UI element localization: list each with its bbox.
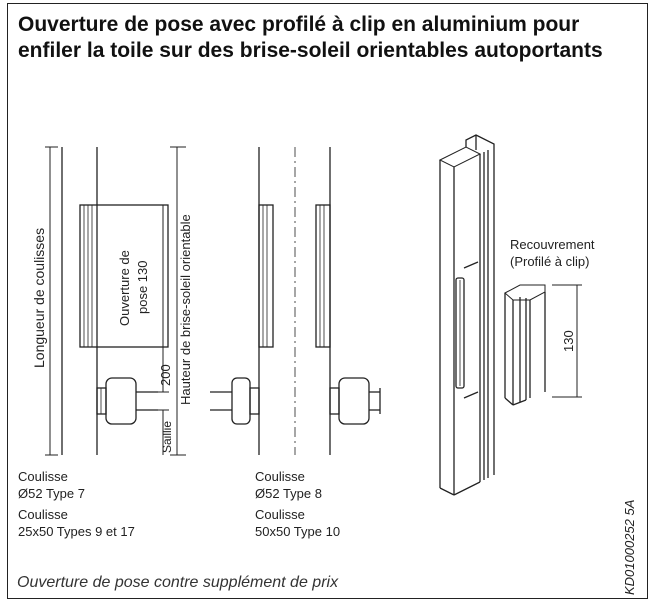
clip-profile-label-line1: Recouvrement <box>510 237 595 252</box>
dim-200-label: 200 <box>158 364 173 386</box>
middle-rail-bolt-left <box>210 377 260 425</box>
clip-profile <box>504 284 546 406</box>
middle-rail-slot-left <box>258 204 274 348</box>
projection-label: Saillie <box>160 421 174 453</box>
figure-title: Ouverture de pose avec profilé à clip en… <box>18 13 603 62</box>
opening-window <box>79 204 169 348</box>
left-rail-bolt <box>96 377 158 425</box>
middle-rail-caption-line1: Coulisse <box>255 469 305 484</box>
left-rail-caption-line4: 25x50 Types 9 et 17 <box>18 524 135 539</box>
left-rail <box>61 147 169 455</box>
footer-note: Ouverture de pose contre supplément de p… <box>17 574 339 591</box>
blind-height-label: Hauteur de brise-soleil orientable <box>178 214 193 405</box>
rail-length-label: Longueur de coulisses <box>31 228 47 368</box>
clip-dimension <box>552 284 582 398</box>
middle-rail-caption-line3: Coulisse <box>255 507 305 522</box>
middle-rail-caption-line4: 50x50 Type 10 <box>255 524 341 539</box>
dim-130-label: 130 <box>561 330 576 352</box>
opening-label-line1: Ouverture de <box>117 250 132 326</box>
middle-rail-slot-right <box>315 204 331 348</box>
rail-3d-view <box>438 134 495 496</box>
middle-rail-bolt-right <box>329 377 381 425</box>
opening-label-line2: pose 130 <box>135 261 150 315</box>
middle-rail <box>210 147 381 455</box>
dimension-lines-left <box>45 146 186 456</box>
clip-profile-label-line2: (Profilé à clip) <box>510 254 590 269</box>
left-rail-caption-line2: Ø52 Type 7 <box>18 486 85 501</box>
document-id: KD01000252 5A <box>622 499 637 595</box>
figure-frame <box>7 3 648 599</box>
rail-3d-opening <box>455 277 465 389</box>
left-rail-caption-line3: Coulisse <box>18 507 68 522</box>
left-rail-caption-line1: Coulisse <box>18 469 68 484</box>
middle-rail-caption-line2: Ø52 Type 8 <box>255 486 322 501</box>
